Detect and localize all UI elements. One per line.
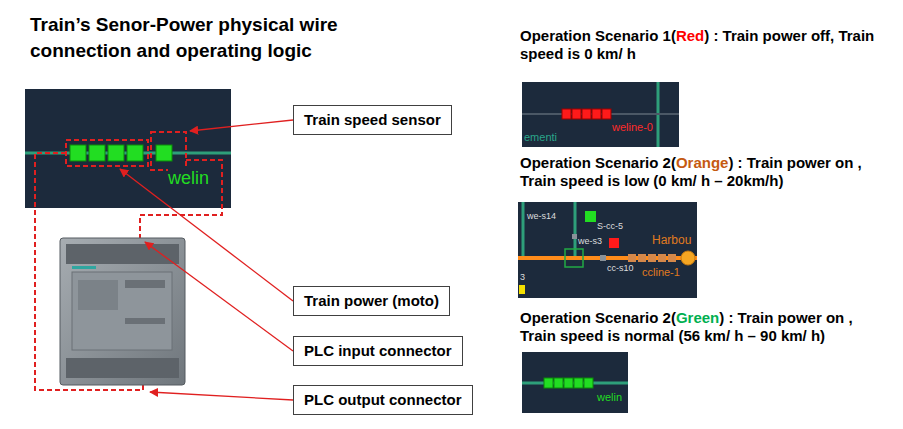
switch-point [572,234,577,239]
input-wire [140,160,222,238]
sensor-dashed-box [151,132,186,170]
plc-led-strip [125,280,165,288]
motor-block [108,145,124,161]
normal-blocks [544,378,593,388]
scenario-text: Operation Scenario 1( [520,27,676,44]
plc-bottom-terminals [66,358,179,378]
normal-block [574,378,583,388]
screen-label: ccline-1 [642,266,680,279]
slow-block [668,254,676,262]
slow-block [638,254,646,262]
stopped-block [602,109,611,119]
stopped-block [582,109,591,119]
stopped-blocks [562,109,611,119]
scenario-text: Orange [676,154,729,171]
scenario-description: Operation Scenario 2(Green) : Train powe… [520,309,890,345]
scenario-screen [518,202,697,298]
callout-text: Train power (moto) [304,292,439,310]
normal-block [554,378,563,388]
motor-block [70,145,86,161]
leader-line [145,242,293,351]
plc-led-strip [125,318,165,324]
slow-block [628,254,636,262]
leader-line [120,169,293,301]
scenario-text: Green [676,309,719,326]
sensor-block [156,145,172,161]
motor-blocks [70,145,143,161]
screen-label: we-s14 [527,211,556,222]
normal-block [564,378,573,388]
plc-body [60,238,185,385]
screen-label: 3 [520,272,525,283]
plc-cover [78,280,118,310]
callout-box: PLC output connector [293,385,473,415]
screen-label: weline-0 [612,121,653,134]
callout-text: PLC output connector [304,391,462,409]
stopped-block [592,109,601,119]
callout-box: PLC input connector [293,336,463,366]
plc-device [60,238,185,385]
screen-label: ementi [524,131,557,144]
motor-dashed-box [66,140,148,166]
slow-block [648,254,656,262]
track-line [522,202,525,258]
plc-front-panel [72,272,172,350]
screen-label: S-cc-5 [597,221,623,232]
signal-green [585,211,596,222]
switch-outline [565,249,583,267]
screen-label: welin [597,391,622,404]
leader-line [150,392,293,400]
motor-block [89,145,105,161]
callout-text: Train speed sensor [304,111,441,129]
callout-box: Train speed sensor [293,105,452,135]
slow-blocks [628,254,676,262]
scenario-description: Operation Scenario 1(Red) : Train power … [520,27,890,63]
marker-yellow [519,285,525,294]
scenario-text: Operation Scenario 2( [520,309,676,326]
screen-label: cc-s10 [607,263,634,274]
scenario-description: Operation Scenario 2(Orange) : Train pow… [520,154,890,190]
motor-block [127,145,143,161]
normal-block [584,378,593,388]
station-dot [681,251,695,265]
callout-box: Train power (moto) [293,286,450,316]
signal-red [609,238,619,248]
track-screen [25,89,231,208]
callout-text: PLC input connector [304,342,452,360]
screen-label: we-s3 [578,236,602,247]
normal-block [544,378,553,388]
stopped-block [562,109,571,119]
scenario-screen [522,82,679,147]
screen-label: welin [168,168,209,190]
switch-point [600,255,606,261]
slow-block [658,254,666,262]
scenario-text: Red [676,27,704,44]
stopped-block [572,109,581,119]
scenario-text: Operation Scenario 2( [520,154,676,171]
plc-brand-mark [72,266,96,269]
leader-line [190,120,293,131]
scenario-screen [522,352,628,413]
page-title: Train’s Senor-Power physical wire connec… [30,12,400,64]
screen-label: Harbou [652,233,691,247]
